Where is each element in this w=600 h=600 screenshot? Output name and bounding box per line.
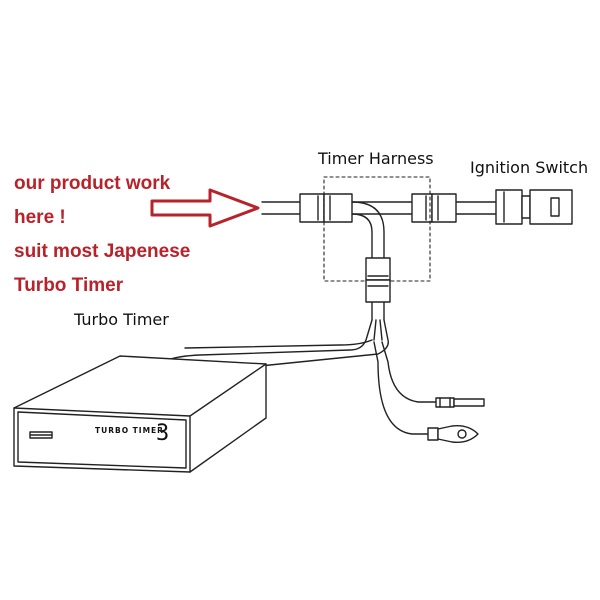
promo-line-2: here ! bbox=[14, 207, 66, 228]
ground-wire bbox=[373, 341, 479, 444]
spade-wire bbox=[381, 341, 485, 408]
wire-bundle bbox=[167, 319, 389, 367]
promo-line-4: Turbo Timer bbox=[14, 275, 124, 296]
main-cable bbox=[261, 201, 497, 215]
connector-branch bbox=[365, 257, 391, 303]
promo-line-1: our product work bbox=[14, 173, 171, 194]
ignition-connector bbox=[495, 189, 573, 225]
promo-line-3: suit most Japenese bbox=[14, 241, 191, 262]
device-digit: 3 bbox=[156, 421, 169, 446]
timer-harness-label: Timer Harness bbox=[318, 149, 434, 168]
ignition-switch-label: Ignition Switch bbox=[470, 158, 589, 177]
device-label: TURBO TIMER bbox=[95, 426, 164, 435]
connector-left bbox=[299, 193, 353, 223]
turbo-timer-device bbox=[13, 355, 267, 473]
connector-right bbox=[411, 193, 457, 223]
branch-cable bbox=[351, 201, 385, 321]
red-arrow bbox=[150, 188, 260, 228]
timer-harness-outline bbox=[323, 176, 431, 282]
turbo-timer-label: Turbo Timer bbox=[74, 310, 169, 329]
